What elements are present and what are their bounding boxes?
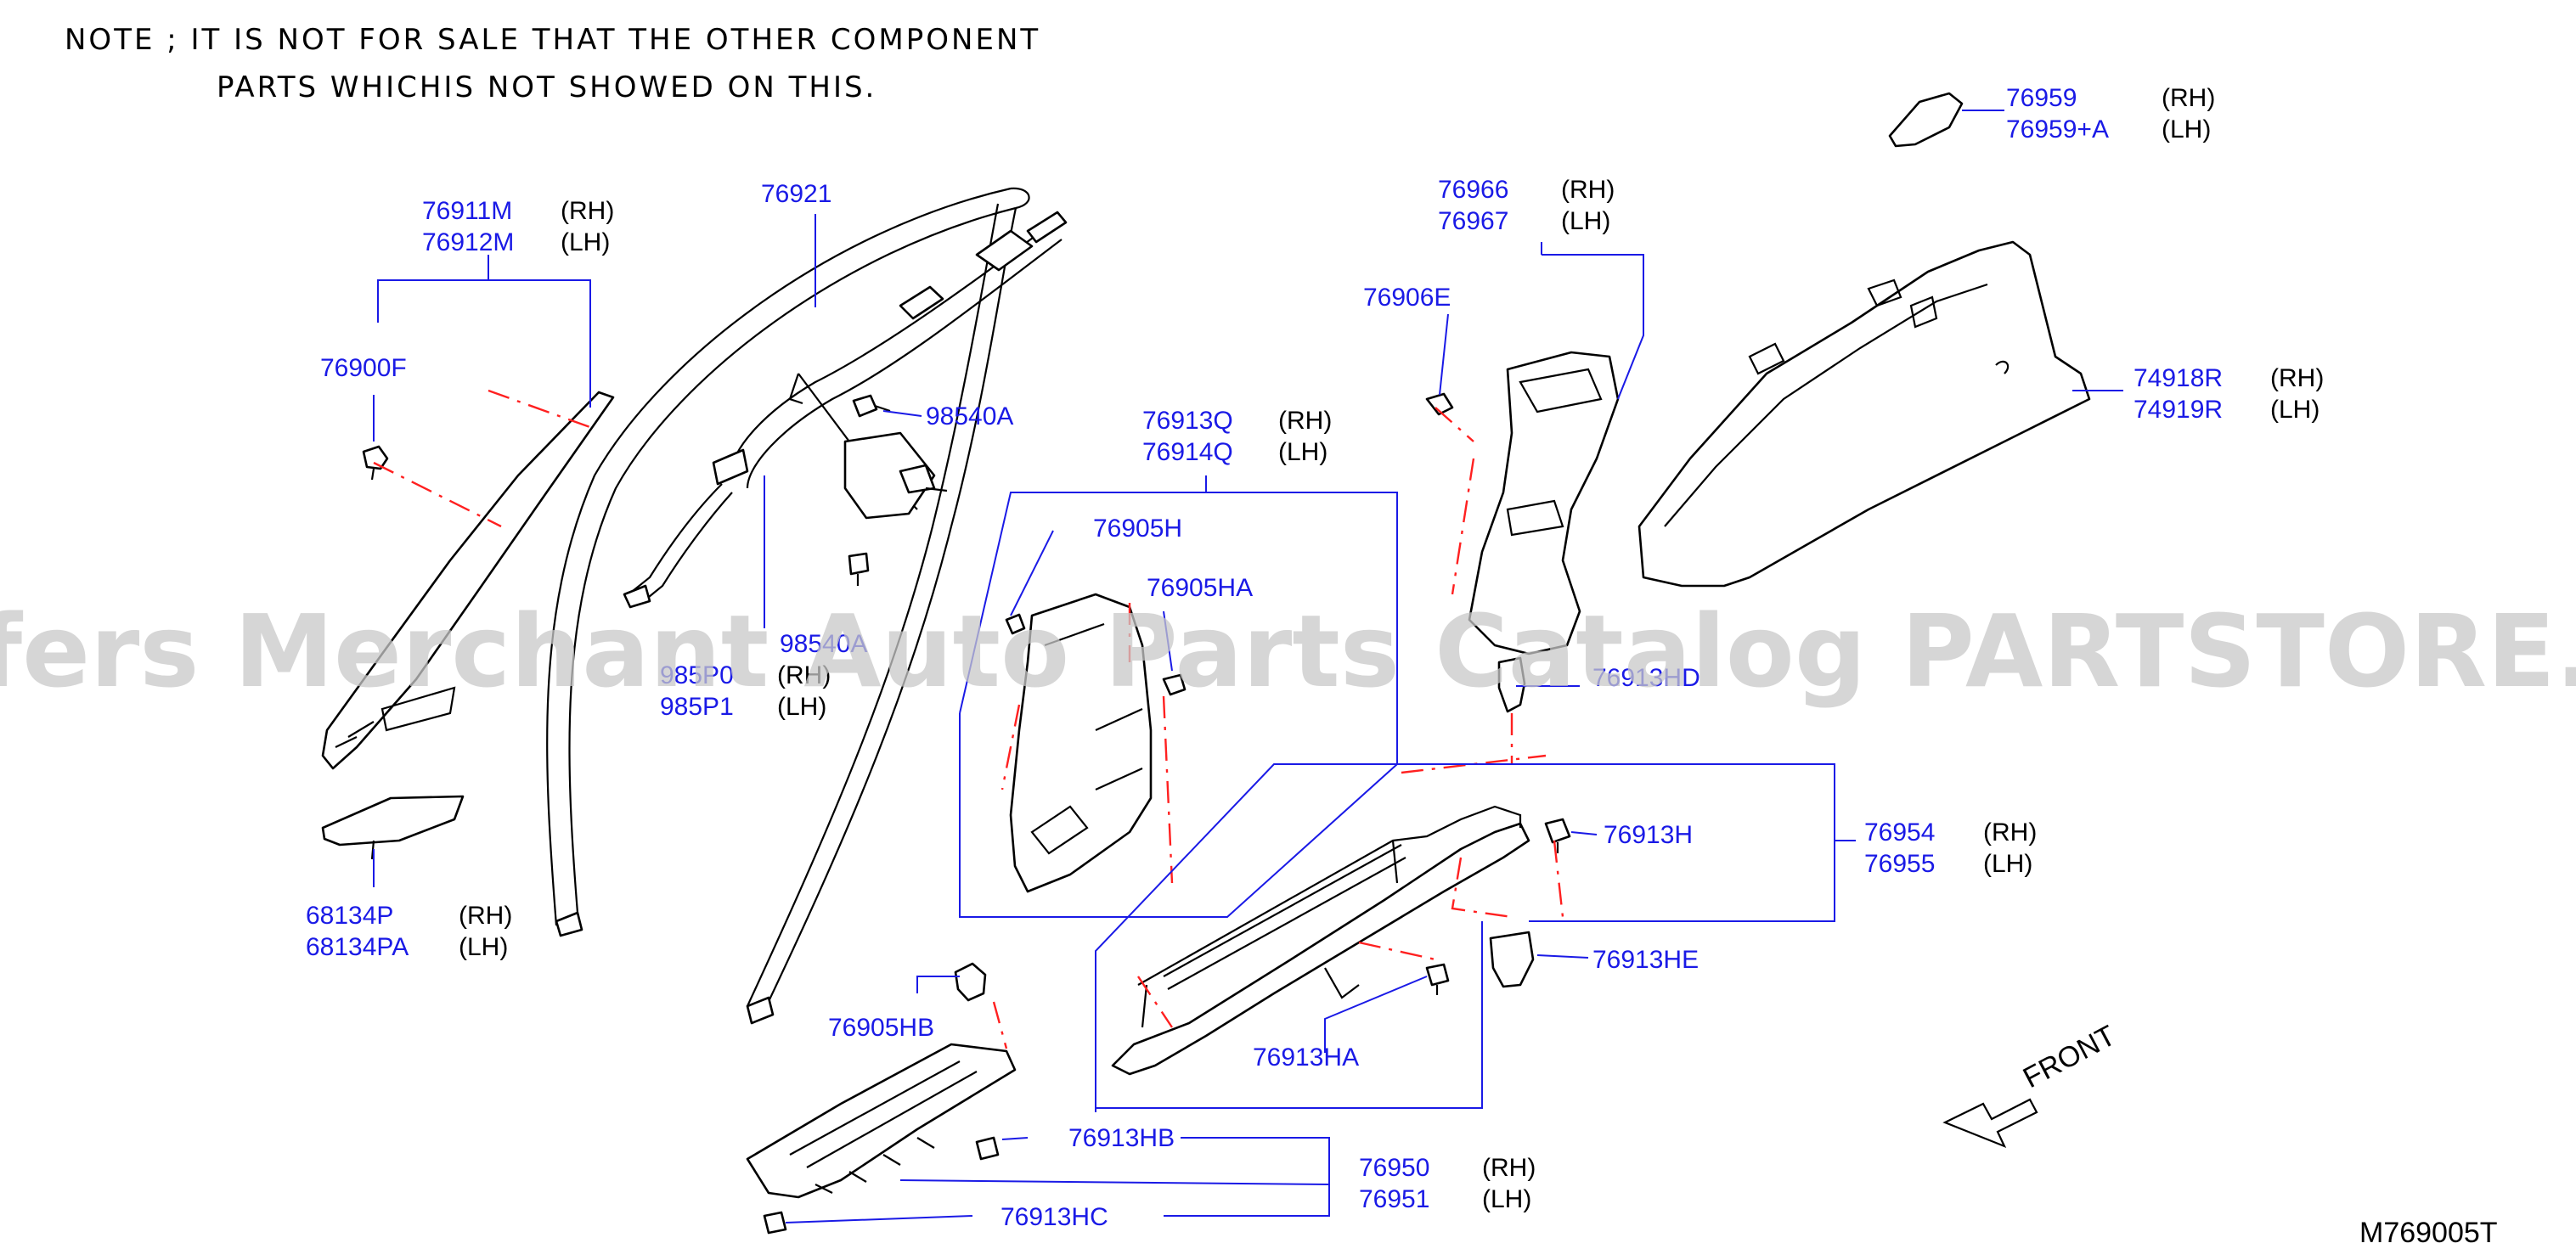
bolt-98540A-upper[interactable] (852, 394, 891, 418)
watermark: Offers Merchant Auto Parts Catalog PARTS… (0, 593, 2576, 710)
label-76905HA[interactable]: 76905HA (1147, 574, 1253, 602)
clip-76913HA[interactable] (1425, 963, 1450, 995)
label-76954-side: (RH) (1983, 818, 2037, 847)
label-76950[interactable]: 76950 (1359, 1154, 1429, 1182)
rear-kicking-plate[interactable] (1111, 805, 1530, 1076)
clip-76900F[interactable] (362, 445, 389, 481)
label-76959A-side: (LH) (2162, 115, 2211, 143)
hidden-lines (373, 389, 1564, 1049)
label-76959A[interactable]: 76959+A (2006, 115, 2109, 143)
label-76959[interactable]: 76959 (2006, 84, 2077, 112)
label-76911M-side: (RH) (561, 197, 614, 225)
label-76914Q[interactable]: 76914Q (1142, 438, 1233, 466)
label-76905HB[interactable]: 76905HB (828, 1014, 934, 1042)
label-76912M[interactable]: 76912M (422, 228, 514, 256)
label-985P0-side: (RH) (777, 661, 831, 689)
label-68134P[interactable]: 68134P (306, 902, 393, 930)
front-pillar-garnish[interactable] (321, 391, 615, 770)
finisher-68134P[interactable] (321, 795, 465, 860)
label-74919R[interactable]: 74919R (2134, 396, 2223, 424)
label-985P1[interactable]: 985P1 (660, 693, 734, 721)
label-76955-side: (LH) (1983, 850, 2032, 878)
label-76967[interactable]: 76967 (1438, 207, 1508, 235)
label-76900F[interactable]: 76900F (320, 354, 407, 382)
label-68134PA-side: (LH) (459, 933, 508, 961)
front-label: FRONT (2018, 1020, 2121, 1095)
label-76921[interactable]: 76921 (761, 180, 831, 208)
label-76913H[interactable]: 76913H (1604, 821, 1693, 849)
clip-76913HB[interactable] (975, 1136, 1000, 1161)
note-line-2: PARTS WHICHIS NOT SHOWED ON THIS. (217, 70, 877, 104)
label-76914Q-side: (LH) (1278, 438, 1327, 466)
label-76912M-side: (LH) (561, 228, 610, 256)
clip-76905HB[interactable] (954, 962, 987, 1002)
diagram-code: M769005T (2359, 1217, 2498, 1249)
label-76951[interactable]: 76951 (1359, 1185, 1429, 1213)
label-76913HD[interactable]: 76913HD (1592, 664, 1700, 692)
clip-76913HD[interactable] (1497, 656, 1526, 713)
label-68134PA[interactable]: 68134PA (306, 933, 409, 961)
cap-76959[interactable] (1888, 92, 1964, 148)
label-76950-side: (RH) (1482, 1154, 1536, 1182)
label-76959-side: (RH) (2162, 84, 2215, 112)
label-76906E[interactable]: 76906E (1363, 284, 1451, 312)
label-985P0[interactable]: 985P0 (660, 661, 734, 689)
rear-pillar-garnish[interactable] (1468, 351, 1620, 655)
front-kicking-plate[interactable] (746, 1043, 1017, 1199)
label-76913Q-side: (RH) (1278, 407, 1332, 435)
bolt-98540A-lower[interactable] (848, 552, 870, 586)
label-76913HE[interactable]: 76913HE (1592, 946, 1699, 974)
label-76913HC[interactable]: 76913HC (1001, 1203, 1108, 1231)
clip-76913HC[interactable] (763, 1211, 787, 1235)
clip-76913H[interactable] (1544, 818, 1571, 853)
clip-76905HA[interactable] (1162, 673, 1187, 696)
front-arrow-icon (1942, 1098, 2038, 1149)
label-76905H[interactable]: 76905H (1093, 515, 1182, 543)
clip-76905H[interactable] (1005, 613, 1026, 635)
label-76966[interactable]: 76966 (1438, 176, 1508, 204)
luggage-side-finisher[interactable] (1637, 240, 2091, 588)
grommet-76913HE[interactable] (1489, 931, 1535, 988)
leader-lines (373, 110, 2123, 1223)
label-76913HA[interactable]: 76913HA (1253, 1043, 1359, 1072)
clip-76906E[interactable] (1425, 392, 1454, 416)
label-74918R[interactable]: 74918R (2134, 364, 2223, 392)
label-98540A-lower[interactable]: 98540A (780, 630, 867, 658)
label-98540A[interactable]: 98540A (926, 402, 1013, 430)
label-68134P-side: (RH) (459, 902, 512, 930)
label-74919R-side: (LH) (2270, 396, 2320, 424)
label-76911M[interactable]: 76911M (422, 197, 512, 225)
label-76913Q[interactable]: 76913Q (1142, 407, 1233, 435)
label-985P1-side: (LH) (777, 693, 826, 721)
label-76966-side: (RH) (1561, 176, 1615, 204)
label-76967-side: (LH) (1561, 207, 1610, 235)
label-76951-side: (LH) (1482, 1185, 1531, 1213)
note-line-1: NOTE ; IT IS NOT FOR SALE THAT THE OTHER… (65, 23, 1040, 57)
center-pillar-lower-garnish[interactable] (1009, 593, 1153, 893)
label-74918R-side: (RH) (2270, 364, 2324, 392)
label-76954[interactable]: 76954 (1864, 818, 1935, 847)
label-76913HB[interactable]: 76913HB (1068, 1124, 1175, 1152)
curtain-airbag-module[interactable] (623, 211, 1068, 609)
label-76955[interactable]: 76955 (1864, 850, 1935, 878)
